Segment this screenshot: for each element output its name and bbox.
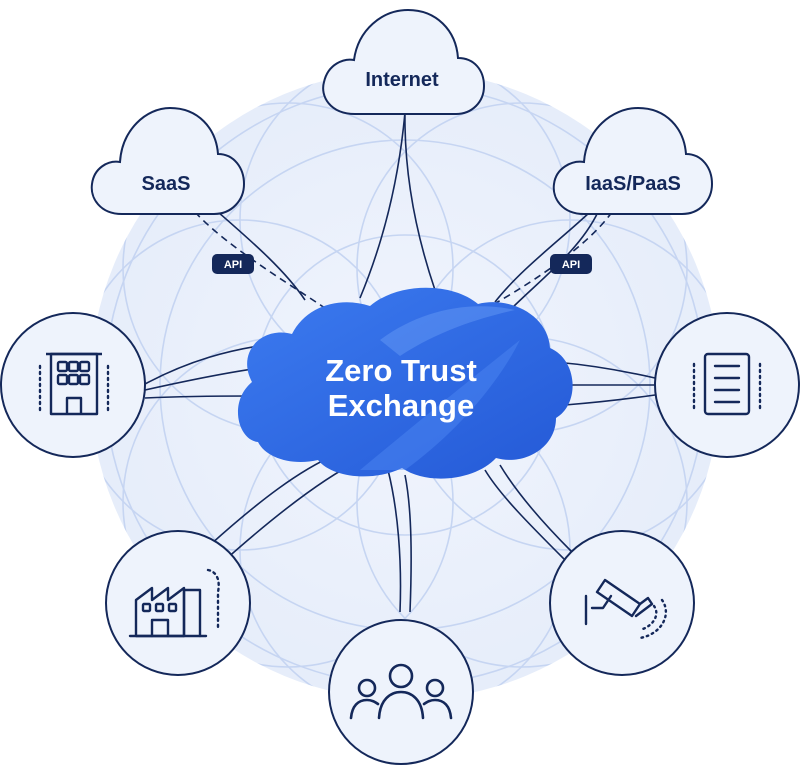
data-center-node[interactable] — [654, 312, 800, 458]
factory-node[interactable] — [105, 530, 251, 676]
svg-text:API: API — [562, 259, 580, 271]
api-badge-right: API — [550, 254, 592, 274]
internet-cloud-shape — [322, 8, 486, 115]
camera-node[interactable] — [549, 530, 695, 676]
connector-lines — [144, 111, 656, 613]
saas-label: SaaS — [142, 173, 191, 195]
users-node[interactable] — [328, 619, 474, 765]
iaas-paas-cloud-shape — [552, 106, 714, 215]
iaas-paas-cloud[interactable]: IaaS/PaaS — [552, 106, 714, 215]
hub-swoosh — [360, 340, 520, 470]
svg-text:API: API — [224, 259, 242, 271]
security-camera-icon — [584, 578, 668, 640]
saas-cloud-shape — [90, 106, 246, 215]
users-icon — [349, 663, 453, 720]
api-badge-left: API — [212, 254, 254, 274]
saas-cloud[interactable]: SaaS — [90, 106, 246, 215]
hub-cloud-shape — [237, 287, 573, 479]
iaas-paas-label: IaaS/PaaS — [585, 173, 681, 195]
internet-cloud[interactable]: Internet — [322, 8, 486, 115]
hub-title-line2: Exchange — [328, 388, 474, 423]
office-building-icon — [38, 352, 110, 416]
hub-title-line1: Zero Trust — [325, 353, 477, 388]
internet-label: Internet — [365, 69, 439, 91]
zero-trust-exchange-hub[interactable]: Zero Trust Exchange — [237, 287, 573, 479]
data-center-icon — [692, 352, 762, 416]
office-node[interactable] — [0, 312, 146, 458]
hub-swoosh-top — [380, 306, 515, 356]
factory-icon — [128, 568, 220, 638]
